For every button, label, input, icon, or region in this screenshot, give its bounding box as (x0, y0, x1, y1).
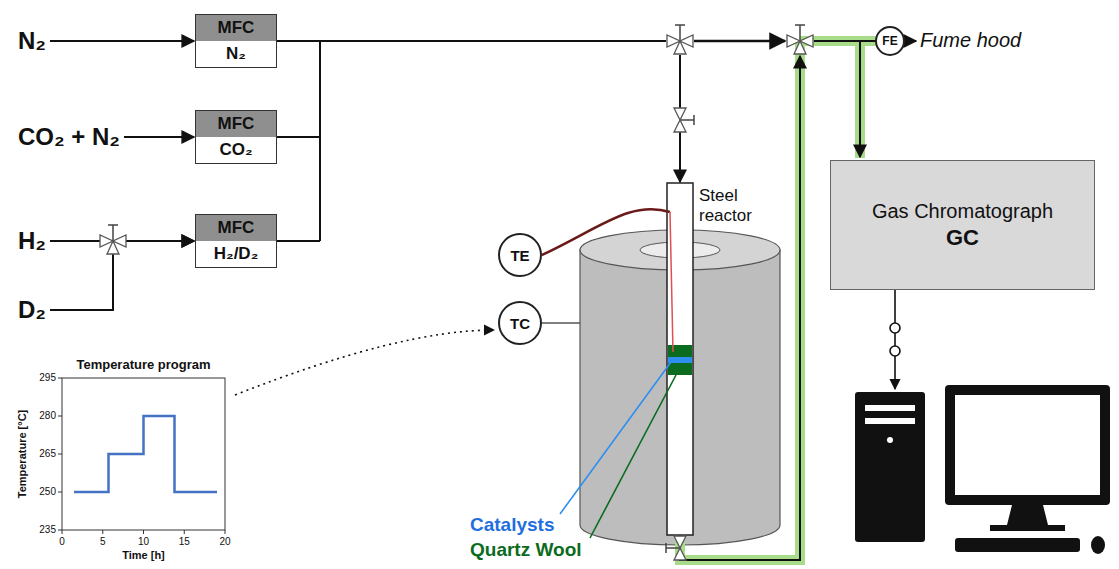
data-cable (894, 290, 896, 388)
instrument-circle: TE (498, 233, 542, 277)
temperature-chart (74, 416, 217, 492)
shutoff-valve (666, 536, 686, 560)
computer (855, 385, 1110, 554)
computer (855, 392, 925, 542)
gas-source: CO₂ + N₂ (18, 123, 120, 151)
part-name: Steel reactor (699, 186, 769, 225)
tick-label: 20 (219, 536, 230, 548)
instrument-circle: FE (875, 26, 905, 56)
gas-feed-line (50, 241, 194, 310)
axis-title: Temperature [°C] (16, 410, 29, 499)
outlet-name: Fume hood (920, 29, 1021, 52)
mfc-label: MFC (196, 215, 276, 241)
instrument-circle: TC (498, 301, 542, 345)
gc-abbrev: GC (946, 224, 979, 253)
heated-line (680, 41, 876, 560)
steel-reactor (668, 345, 692, 357)
computer (1091, 536, 1105, 554)
part-name: Quartz Wool (470, 539, 582, 561)
gas-feed-line (124, 136, 194, 138)
computer (955, 538, 1080, 552)
shutoff-valve (674, 108, 694, 132)
instrument-tag: TE (510, 247, 529, 264)
heated-line (680, 41, 876, 560)
exhaust-arrow (904, 40, 916, 42)
steel-reactor (667, 183, 693, 535)
computer (990, 525, 1065, 531)
instrument-tag: TC (510, 315, 530, 332)
leader-line (590, 375, 676, 538)
gas-line (679, 55, 681, 108)
tick-label: 295 (39, 372, 56, 384)
tick-label: 280 (39, 410, 56, 422)
computer (1007, 505, 1048, 525)
data-cable (890, 290, 900, 389)
tick-label: 250 (39, 486, 56, 498)
mass-flow-controller: MFCN₂ (195, 14, 277, 68)
gas-source: N₂ (18, 27, 46, 55)
source-text: N₂ (18, 27, 46, 55)
steel-reactor (668, 357, 692, 363)
gas-source: H₂ (18, 227, 46, 255)
gas-feed-line (50, 40, 194, 42)
mfc-gas: N₂ (196, 41, 276, 67)
three-way-valve (787, 25, 813, 54)
gas-line (679, 132, 681, 182)
temperature-chart (58, 378, 225, 534)
computer (865, 418, 915, 424)
source-text: D₂ (18, 296, 46, 324)
source-text: CO₂ + N₂ (18, 123, 120, 151)
thermocouple (542, 209, 670, 255)
tick-label: 235 (39, 524, 56, 536)
computer (865, 405, 915, 411)
mfc-label: MFC (196, 15, 276, 41)
temperature-chart (62, 378, 225, 530)
steel-reactor (668, 363, 692, 375)
tick-label: 15 (179, 536, 190, 548)
source-text: H₂ (18, 227, 46, 255)
thermocouple (670, 212, 673, 352)
computer (945, 385, 1110, 505)
tick-label: 265 (39, 448, 56, 460)
gas-chromatograph: Gas ChromatographGC (830, 160, 1095, 290)
tick-label: 5 (100, 536, 106, 548)
computer (955, 395, 1100, 495)
gas-line (694, 40, 785, 43)
three-way-valve (667, 25, 693, 54)
mass-flow-controller: MFCH₂/D₂ (195, 214, 277, 268)
gc-name: Gas Chromatograph (872, 198, 1053, 224)
data-cable (890, 346, 900, 356)
three-way-valve (100, 225, 126, 254)
computer (887, 437, 893, 443)
mass-flow-controller: MFCCO₂ (195, 110, 277, 164)
instrument-tag: FE (882, 34, 897, 48)
gas-line (277, 41, 785, 241)
data-cable (890, 323, 900, 333)
axis-title: Time [h] (122, 549, 165, 562)
tick-label: 10 (138, 536, 149, 548)
heated-line (859, 41, 861, 157)
data-cable (894, 380, 896, 389)
part-name: Catalysts (470, 514, 555, 536)
chart-title: Temperature program (76, 358, 210, 373)
mfc-label: MFC (196, 111, 276, 137)
tick-label: 0 (59, 536, 65, 548)
heated-line (680, 56, 800, 560)
mfc-gas: H₂/D₂ (196, 241, 276, 267)
control-wire (542, 322, 580, 324)
program-link (235, 330, 494, 395)
steel-reactor (667, 183, 693, 535)
gas-line (277, 41, 666, 241)
mfc-gas: CO₂ (196, 137, 276, 163)
gas-source: D₂ (18, 296, 46, 324)
heated-line (814, 40, 876, 42)
temperature-chart (58, 378, 225, 534)
